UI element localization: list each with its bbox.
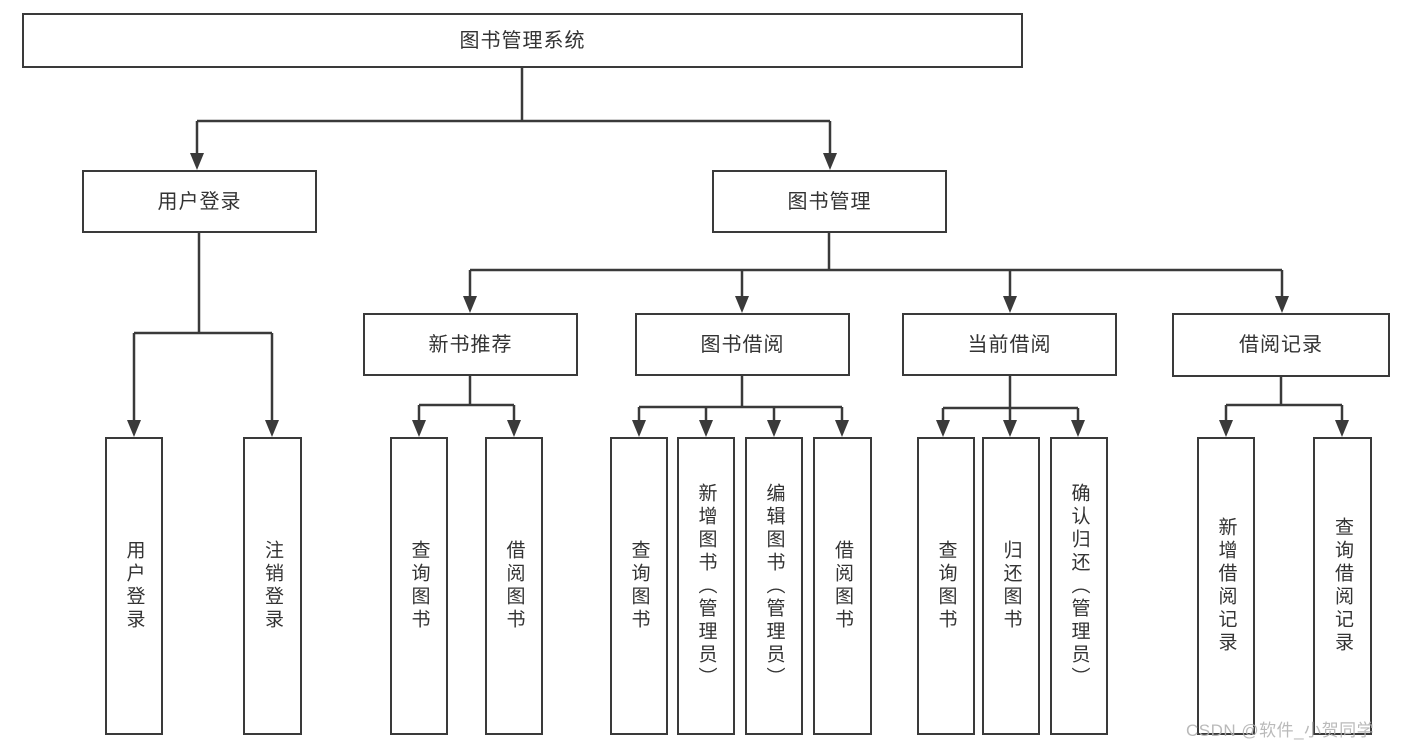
node-borrowing-records: 借阅记录 xyxy=(1172,313,1390,377)
leaf-label: 借阅图书 xyxy=(832,540,853,632)
node-book-management-label: 图书管理 xyxy=(787,190,872,213)
leaf-borrowing-borrow-books: 借阅图书 xyxy=(813,437,872,735)
leaf-label: 借阅图书 xyxy=(503,540,525,632)
leaf-login-logout: 注销登录 xyxy=(243,437,302,735)
leaf-label: 用户登录 xyxy=(123,540,145,632)
node-new-book-recommend-label: 新书推荐 xyxy=(428,333,513,356)
leaf-login-user-login: 用户登录 xyxy=(105,437,163,735)
leaf-records-query-borrow-record: 查询借阅记录 xyxy=(1313,437,1372,735)
node-root-library-management-system: 图书管理系统 xyxy=(22,13,1023,68)
leaf-borrowing-add-books-admin: 新增图书（管理员） xyxy=(677,437,735,735)
leaf-recommend-query-books: 查询图书 xyxy=(390,437,448,735)
leaf-label: 注销登录 xyxy=(262,540,283,632)
leaf-label: 新增图书（管理员） xyxy=(695,482,717,690)
leaf-borrowing-query-books: 查询图书 xyxy=(610,437,668,735)
leaf-current-return-books: 归还图书 xyxy=(982,437,1040,735)
leaf-label: 确认归还（管理员） xyxy=(1068,482,1090,690)
node-root-label: 图书管理系统 xyxy=(459,29,586,52)
leaf-label: 查询借阅记录 xyxy=(1332,517,1353,655)
leaf-current-query-books: 查询图书 xyxy=(917,437,975,735)
node-user-login: 用户登录 xyxy=(82,170,317,233)
leaf-label: 归还图书 xyxy=(1000,540,1022,632)
node-book-management: 图书管理 xyxy=(712,170,947,233)
leaf-label: 查询图书 xyxy=(408,540,430,632)
leaf-label: 编辑图书（管理员） xyxy=(763,482,785,690)
leaf-label: 查询图书 xyxy=(628,540,650,632)
node-user-login-label: 用户登录 xyxy=(157,190,242,213)
leaf-borrowing-edit-books-admin: 编辑图书（管理员） xyxy=(745,437,803,735)
node-book-borrowing-label: 图书借阅 xyxy=(700,333,785,356)
leaf-current-confirm-return-admin: 确认归还（管理员） xyxy=(1050,437,1108,735)
node-new-book-recommend: 新书推荐 xyxy=(363,313,578,376)
leaf-label: 新增借阅记录 xyxy=(1215,517,1237,655)
csdn-watermark: CSDN @软件_小贺同学 xyxy=(1186,721,1375,740)
leaf-recommend-borrow-books: 借阅图书 xyxy=(485,437,543,735)
leaf-label: 查询图书 xyxy=(935,540,957,632)
node-current-borrowing: 当前借阅 xyxy=(902,313,1117,376)
node-borrowing-records-label: 借阅记录 xyxy=(1239,334,1323,356)
node-current-borrowing-label: 当前借阅 xyxy=(967,333,1052,356)
node-book-borrowing: 图书借阅 xyxy=(635,313,850,376)
leaf-records-add-borrow-record: 新增借阅记录 xyxy=(1197,437,1255,735)
